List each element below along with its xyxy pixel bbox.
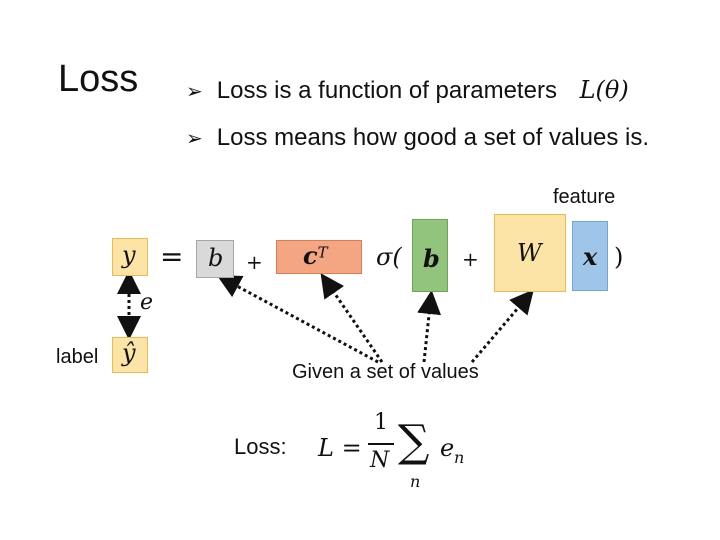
loss-formula: L = 1 N ∑ n e n: [318, 408, 478, 498]
cT-symbol: cT: [303, 241, 328, 270]
sigma-open: σ(: [376, 243, 402, 272]
W-box: W: [494, 214, 566, 292]
label-text: label: [56, 346, 99, 368]
loss-label: Loss:: [234, 434, 287, 459]
arrow-to-bold-b: [417, 290, 442, 363]
sigma-symbol: σ(: [376, 243, 402, 271]
e-symbol: e: [140, 290, 154, 315]
arrow-bullet-icon: ➢: [186, 81, 203, 103]
x-box: x: [572, 221, 608, 291]
formula-numerator: 1: [374, 410, 388, 435]
sum-symbol: ∑: [398, 416, 430, 467]
term-subscript: n: [454, 448, 465, 467]
plus-sign-1: +: [246, 250, 263, 274]
b-vector-box: b: [412, 219, 448, 292]
cT-box: cT: [276, 240, 362, 274]
cT-base: c: [303, 241, 318, 270]
b-symbol: b: [208, 244, 224, 272]
given-caption: Given a set of values: [292, 361, 479, 383]
bullet-1-math: L(θ): [579, 76, 629, 104]
y-symbol: y: [122, 241, 136, 269]
arrow-to-cT: [320, 273, 384, 363]
formula-lhs: L =: [318, 434, 362, 462]
bullet-2: ➢ Loss means how good a set of values is.: [186, 124, 649, 152]
sum-subscript: n: [410, 472, 421, 491]
y-hat-box: ŷ: [112, 337, 148, 373]
b-vector-symbol: b: [423, 244, 440, 273]
arrow-to-W: [470, 289, 534, 363]
close-paren: ): [614, 243, 624, 271]
b-box: b: [196, 240, 234, 278]
plus-sign-2: +: [462, 247, 479, 271]
arrow-bullet-icon: ➢: [186, 128, 203, 150]
bullet-1: ➢ Loss is a function of parameters L(θ): [186, 76, 629, 105]
y-hat-symbol: ŷ: [122, 339, 136, 367]
W-symbol: W: [517, 239, 542, 267]
fraction-bar: [368, 443, 394, 445]
formula-denominator: N: [370, 448, 390, 473]
bullet-2-text: Loss means how good a set of values is.: [216, 124, 650, 151]
x-symbol: x: [583, 242, 598, 271]
term-base: e: [440, 434, 455, 462]
slide-title: Loss: [58, 58, 139, 100]
equals-sign: =: [160, 240, 184, 273]
cT-sup: T: [317, 243, 328, 262]
y-box: y: [112, 238, 148, 276]
bullet-1-text: Loss is a function of parameters: [216, 77, 557, 104]
feature-label: feature: [553, 186, 616, 208]
